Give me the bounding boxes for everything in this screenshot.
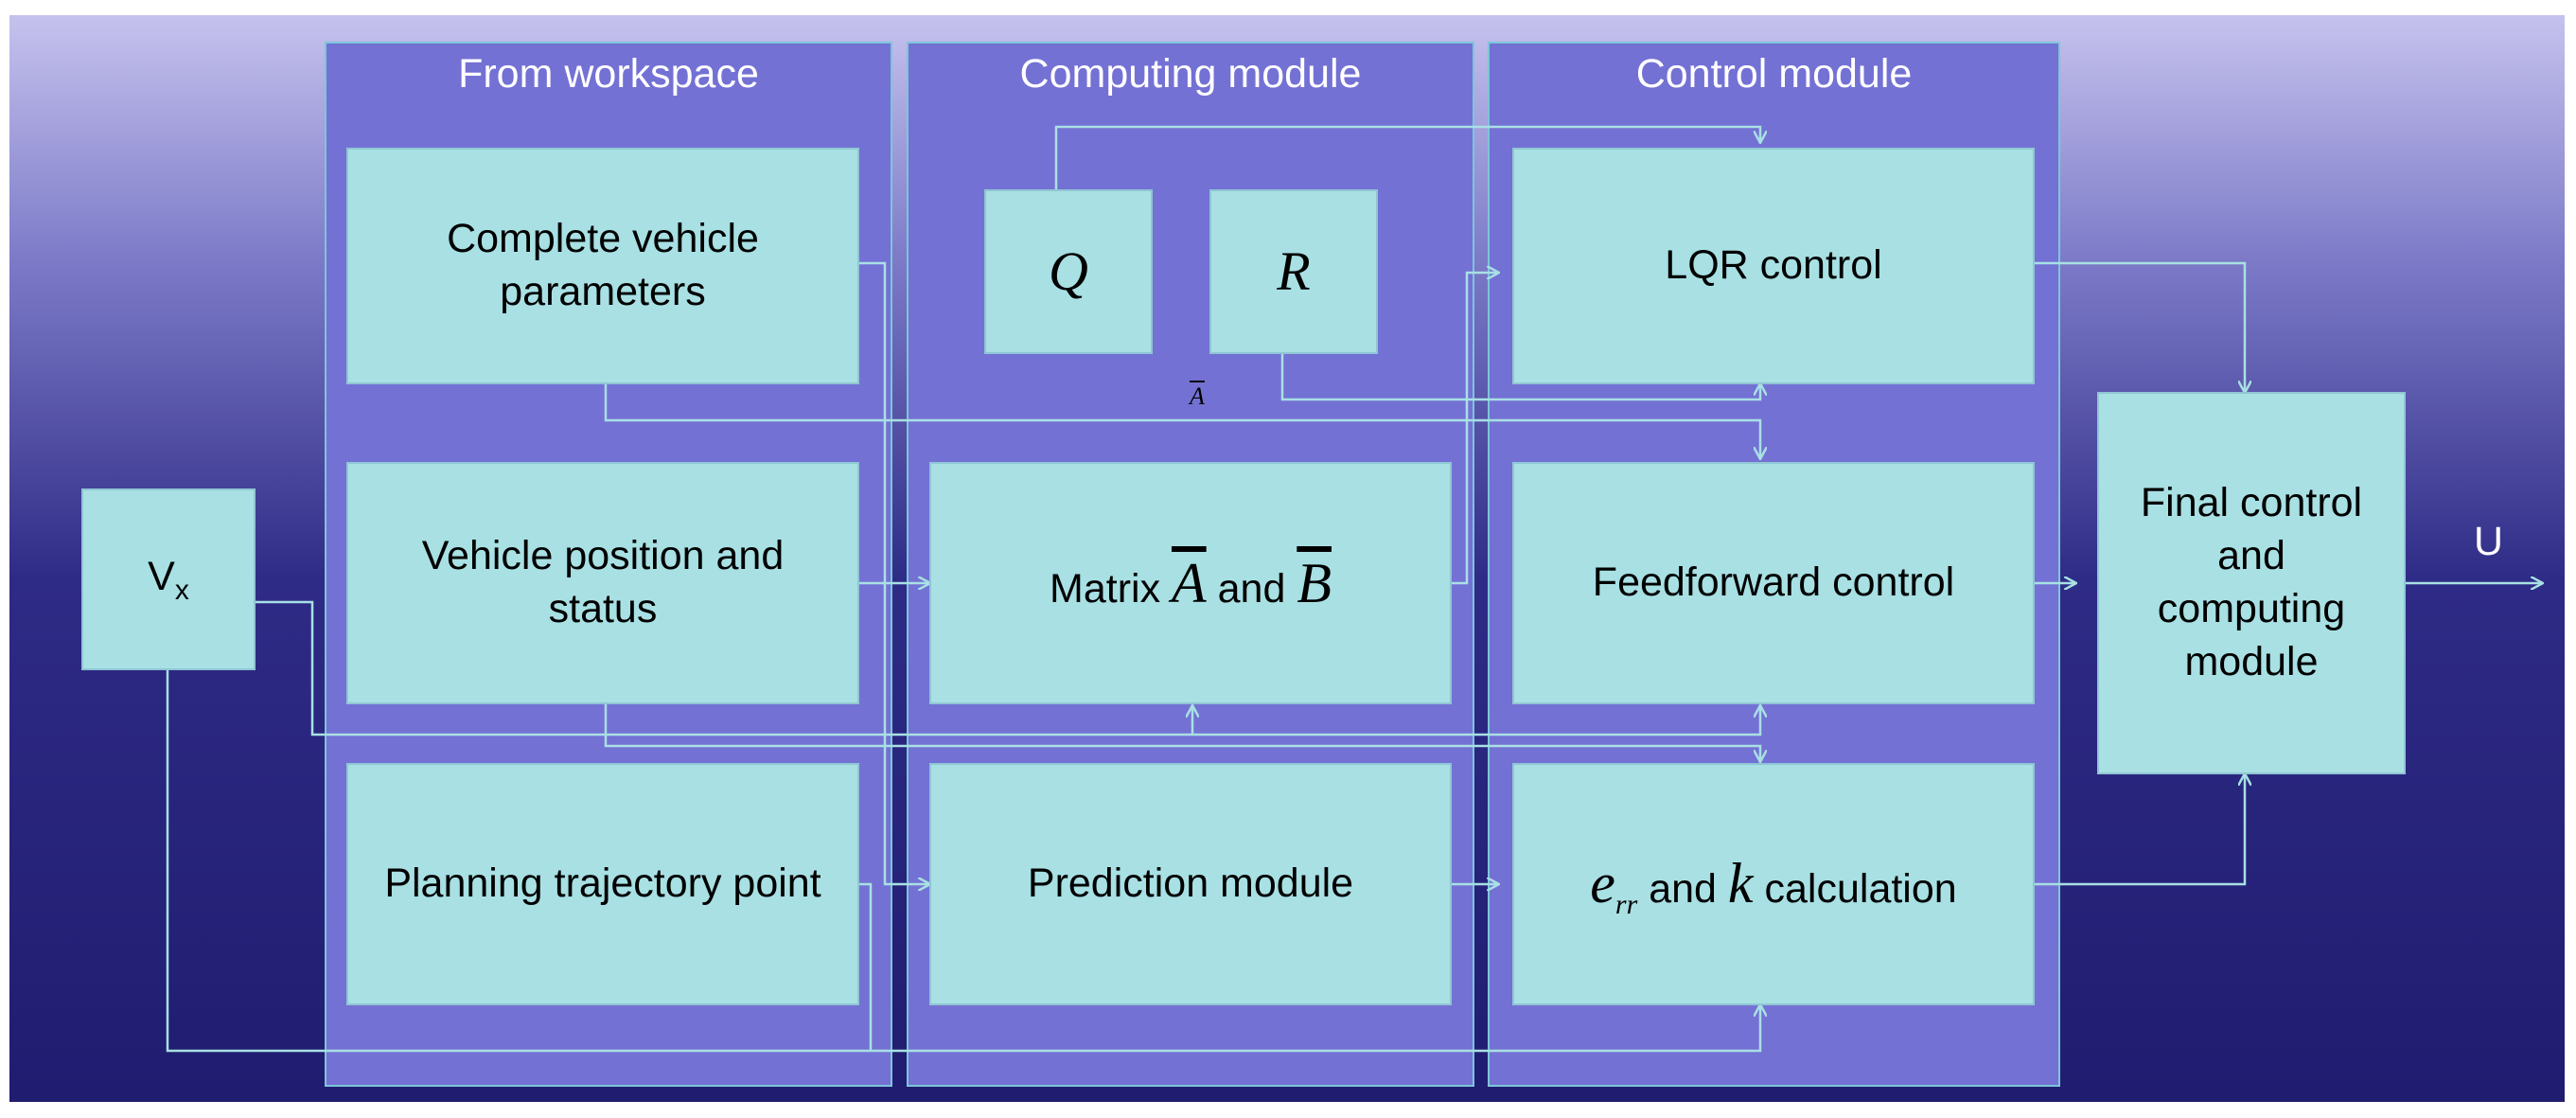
block-matrix-a-b: Matrix A and B bbox=[929, 462, 1452, 704]
err-k-label: err and k calculation bbox=[1590, 851, 1957, 920]
output-u-label: U bbox=[2474, 519, 2504, 564]
r-symbol: R bbox=[1277, 240, 1311, 303]
panel-title-control: Control module bbox=[1635, 51, 1913, 97]
q-symbol: Q bbox=[1049, 240, 1088, 303]
block-complete-vehicle-parameters: Complete vehicle parameters bbox=[346, 148, 859, 384]
matrix-label: Matrix A and B bbox=[1050, 552, 1332, 614]
block-err-k-calculation: err and k calculation bbox=[1512, 763, 2035, 1005]
vx-label: Vx bbox=[148, 553, 189, 606]
block-vx: Vx bbox=[81, 488, 256, 670]
block-lqr-control: LQR control bbox=[1512, 148, 2035, 384]
panel-title-computing: Computing module bbox=[1019, 51, 1362, 97]
block-vehicle-position-status: Vehicle position and status bbox=[346, 462, 859, 704]
panel-title-workspace: From workspace bbox=[458, 51, 759, 97]
diagram-canvas: From workspace Computing module Control … bbox=[9, 15, 2565, 1102]
block-prediction-module: Prediction module bbox=[929, 763, 1452, 1005]
block-planning-trajectory-point: Planning trajectory point bbox=[346, 763, 859, 1005]
block-feedforward-control: Feedforward control bbox=[1512, 462, 2035, 704]
block-q: Q bbox=[984, 189, 1153, 354]
block-final-control-computing: Final control and computing module bbox=[2097, 392, 2406, 774]
block-r: R bbox=[1209, 189, 1378, 354]
wire-label-a-bar: A bbox=[1190, 382, 1205, 410]
